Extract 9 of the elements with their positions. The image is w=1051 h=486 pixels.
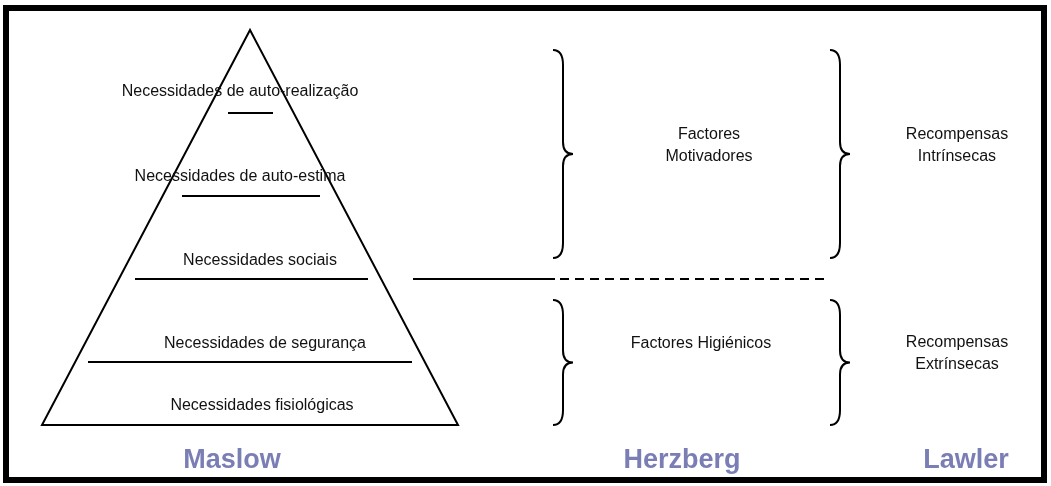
level-label: Necessidades de segurança — [164, 333, 366, 353]
level-label: Necessidades sociais — [183, 250, 337, 270]
column-heading: Lawler — [923, 448, 1009, 470]
reward-label: Recompensas Extrínsecas — [904, 332, 1010, 374]
factor-label: Factores Higiénicos — [630, 333, 772, 353]
reward-label: Recompensas Intrínsecas — [904, 124, 1010, 166]
column-heading: Maslow — [183, 448, 281, 470]
factor-label: Factores Motivadores — [664, 124, 754, 166]
level-label: Necessidades fisiológicas — [170, 395, 354, 415]
